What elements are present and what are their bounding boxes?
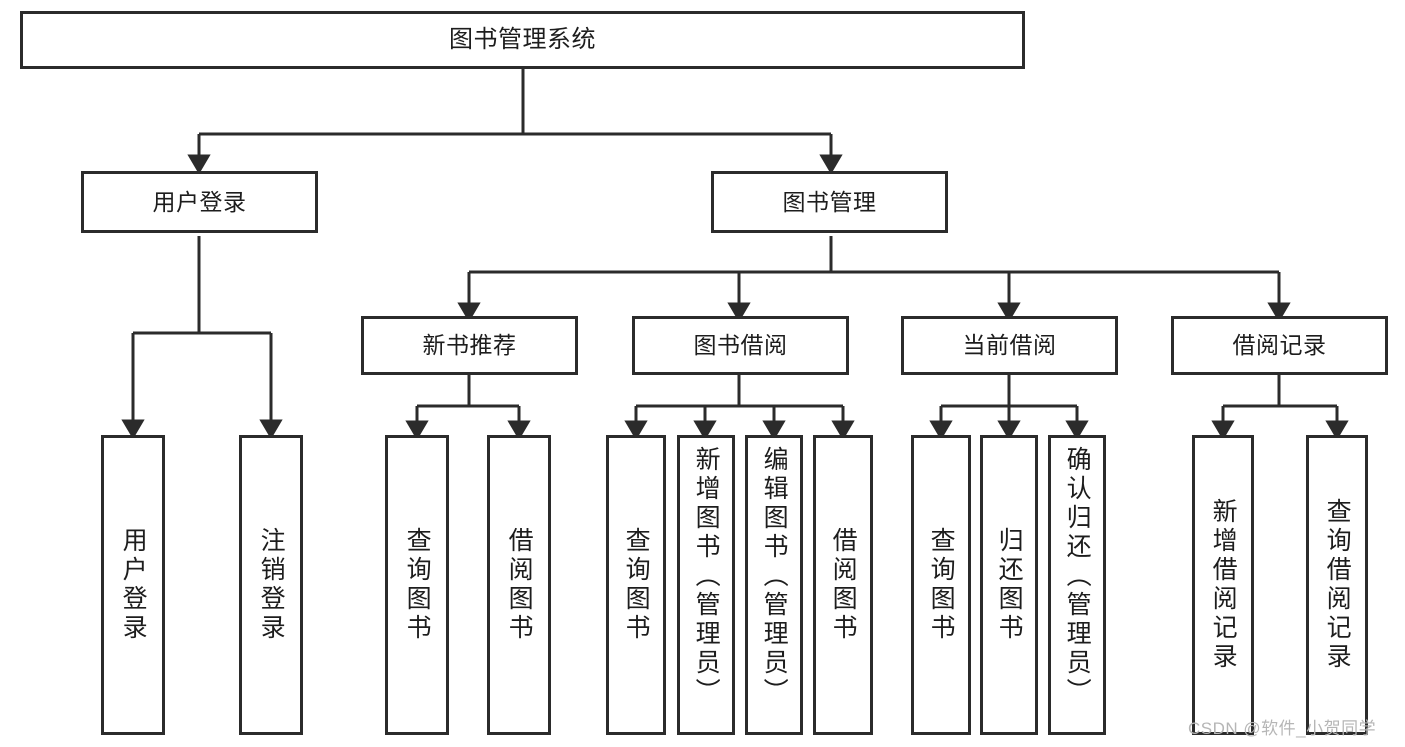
leaf-logout-login[interactable]: 注销登录 <box>239 435 303 735</box>
leaf-return-book[interactable]: 归还图书 <box>980 435 1038 735</box>
node-new-book-recommend[interactable]: 新书推荐 <box>361 316 578 375</box>
node-label: 图书借阅 <box>693 332 788 359</box>
leaf-query-borrow-record[interactable]: 查询借阅记录 <box>1306 435 1368 735</box>
node-label: 借阅图书 <box>829 527 858 643</box>
leaf-query-book-new-recommend[interactable]: 查询图书 <box>385 435 449 735</box>
leaf-add-book[interactable]: 新增图书（管理员） <box>677 435 735 735</box>
node-label: 查询图书 <box>403 527 432 643</box>
node-label: 新书推荐 <box>422 332 517 359</box>
node-label: 用户登录 <box>119 527 148 643</box>
node-borrow-record[interactable]: 借阅记录 <box>1171 316 1388 375</box>
leaf-query-book-current[interactable]: 查询图书 <box>911 435 971 735</box>
node-label: 确认归还（管理员） <box>1063 446 1092 707</box>
node-label: 借阅记录 <box>1232 332 1327 359</box>
node-label: 查询图书 <box>927 527 956 643</box>
node-user-login[interactable]: 用户登录 <box>81 171 318 233</box>
leaf-borrow-book-new-recommend[interactable]: 借阅图书 <box>487 435 551 735</box>
node-current-borrow[interactable]: 当前借阅 <box>901 316 1118 375</box>
node-label: 当前借阅 <box>962 332 1057 359</box>
leaf-edit-book[interactable]: 编辑图书（管理员） <box>745 435 803 735</box>
node-label: 编辑图书（管理员） <box>760 446 789 707</box>
node-label: 用户登录 <box>152 188 247 215</box>
node-label: 归还图书 <box>995 527 1024 643</box>
node-book-borrow[interactable]: 图书借阅 <box>632 316 849 375</box>
node-label: 图书管理 <box>782 188 877 215</box>
node-label: 注销登录 <box>257 527 286 643</box>
node-label: 查询借阅记录 <box>1323 498 1352 672</box>
node-book-manage[interactable]: 图书管理 <box>711 171 948 233</box>
node-label: 借阅图书 <box>505 527 534 643</box>
node-label: 查询图书 <box>622 527 651 643</box>
leaf-borrow-book-borrow[interactable]: 借阅图书 <box>813 435 873 735</box>
leaf-user-login[interactable]: 用户登录 <box>101 435 165 735</box>
node-label: 新增图书（管理员） <box>692 446 721 707</box>
csdn-watermark: CSDN @软件_小贺同学 <box>1188 719 1377 738</box>
leaf-add-borrow-record[interactable]: 新增借阅记录 <box>1192 435 1254 735</box>
node-root-system[interactable]: 图书管理系统 <box>20 11 1025 69</box>
leaf-confirm-return[interactable]: 确认归还（管理员） <box>1048 435 1106 735</box>
node-label: 图书管理系统 <box>449 26 596 54</box>
leaf-query-book-borrow[interactable]: 查询图书 <box>606 435 666 735</box>
node-label: 新增借阅记录 <box>1209 498 1238 672</box>
